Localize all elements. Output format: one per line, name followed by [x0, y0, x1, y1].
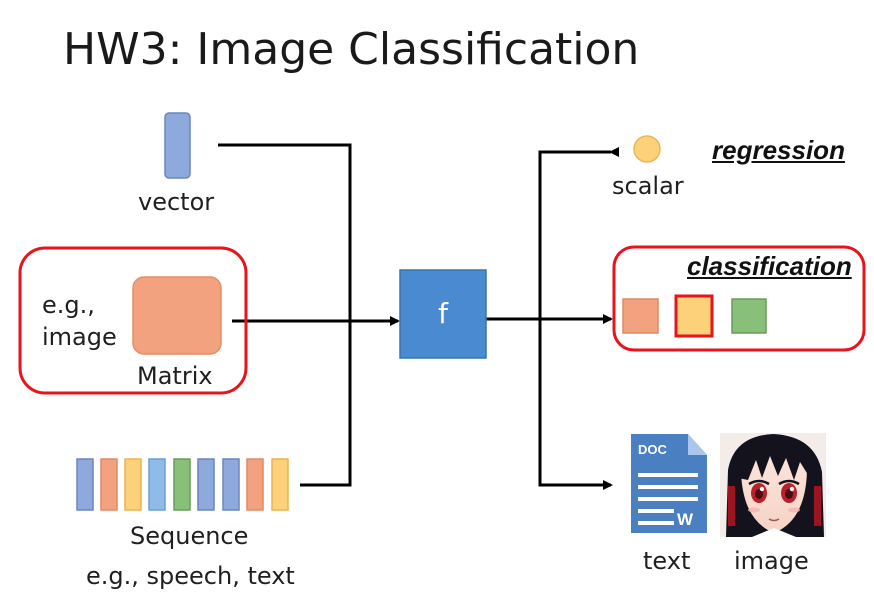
document-icon: DOC W — [631, 434, 707, 533]
matrix-highlight-frame — [18, 246, 248, 395]
text-output-label: text — [643, 547, 691, 575]
document-line — [638, 521, 674, 525]
image-example-label: e.g., image — [42, 291, 117, 351]
portrait-image — [720, 433, 826, 537]
function-box — [399, 269, 487, 359]
sequence-token — [222, 458, 240, 511]
scalar-shape — [633, 135, 661, 163]
vector-label: vector — [138, 188, 215, 216]
function-label: f — [438, 297, 449, 330]
class-option-yellow-selected — [674, 294, 714, 338]
sequence-token — [271, 458, 289, 511]
sequence-shape — [76, 458, 289, 511]
document-line — [638, 485, 698, 489]
sequence-token — [148, 458, 166, 511]
scalar-label: scalar — [612, 172, 684, 200]
image-output-label: image — [734, 547, 809, 575]
matrix-shape — [132, 276, 222, 355]
document-badge: DOC — [638, 442, 668, 457]
document-line — [638, 473, 698, 477]
slide-title: HW3: Image Classification — [63, 24, 640, 75]
sequence-token — [100, 458, 118, 511]
classification-label: classification — [687, 251, 852, 281]
sequence-token — [197, 458, 215, 511]
vector-shape — [164, 112, 191, 179]
matrix-label: Matrix — [137, 362, 213, 390]
document-word-letter: W — [677, 510, 694, 529]
sequence-token — [173, 458, 191, 511]
sequence-token — [246, 458, 264, 511]
sequence-token — [124, 458, 142, 511]
sequence-token — [76, 458, 94, 511]
class-option-green — [731, 298, 767, 334]
classification-highlight-frame — [612, 245, 866, 352]
vector-connector — [218, 143, 352, 487]
class-option-orange — [622, 298, 659, 334]
sequence-label: Sequence — [130, 522, 249, 550]
document-line — [638, 509, 674, 513]
sequence-examples-label: e.g., speech, text — [86, 562, 295, 590]
document-line — [638, 497, 698, 501]
regression-label: regression — [712, 135, 845, 165]
